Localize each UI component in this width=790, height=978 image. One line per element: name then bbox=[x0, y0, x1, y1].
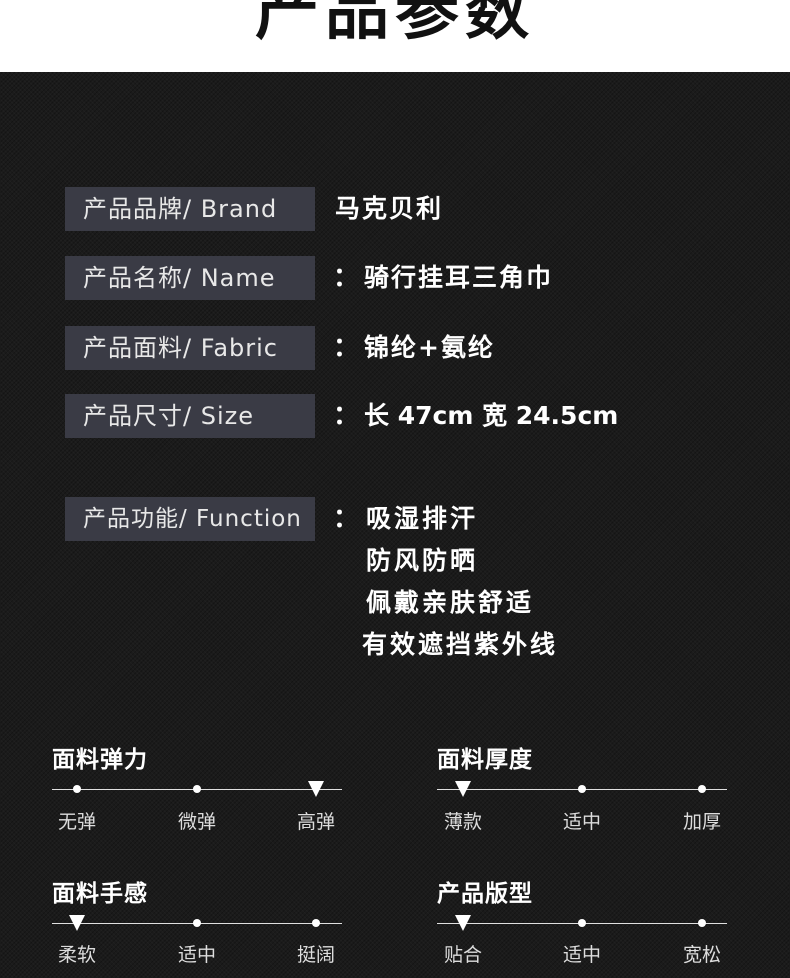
spec-value-brand: 马克贝利 bbox=[335, 194, 444, 223]
spec-value-name: 骑行挂耳三角巾 bbox=[364, 263, 554, 292]
scale-title-hand-feel: 面料手感 bbox=[52, 881, 148, 907]
scale-dot bbox=[193, 919, 201, 927]
scale-option: 宽松 bbox=[682, 944, 722, 966]
page-title: 产品参数 bbox=[255, 0, 535, 49]
function-line: 防风防晒 bbox=[366, 546, 479, 575]
spec-value-fabric: 锦纶+氨纶 bbox=[364, 333, 495, 362]
scale-option: 薄款 bbox=[443, 811, 483, 833]
scale-dot bbox=[698, 785, 706, 793]
scale-option: 挺阔 bbox=[296, 944, 336, 966]
function-line: 有效遮挡紫外线 bbox=[362, 630, 559, 659]
scale-dot bbox=[698, 919, 706, 927]
spec-colon-size: ： bbox=[333, 401, 360, 431]
scale-option: 高弹 bbox=[296, 811, 336, 833]
scale-dot bbox=[578, 785, 586, 793]
page-header: 产品参数 bbox=[0, 0, 790, 72]
spec-value-size: 长 47cm 宽 24.5cm bbox=[364, 401, 619, 430]
scale-option: 柔软 bbox=[57, 944, 97, 966]
spec-label-name: 产品名称/ Name bbox=[65, 256, 315, 300]
spec-colon-fabric: ： bbox=[333, 333, 360, 363]
scale-dot bbox=[578, 919, 586, 927]
scale-option: 无弹 bbox=[57, 811, 97, 833]
scale-selected-marker-icon bbox=[455, 915, 471, 931]
function-line: 吸湿排汗 bbox=[366, 504, 479, 533]
scale-option: 微弹 bbox=[177, 811, 217, 833]
function-line: 佩戴亲肤舒适 bbox=[366, 588, 535, 617]
scale-option: 适中 bbox=[562, 811, 602, 833]
scale-option: 适中 bbox=[562, 944, 602, 966]
scale-selected-marker-icon bbox=[308, 781, 324, 797]
spec-label-fabric: 产品面料/ Fabric bbox=[65, 326, 315, 370]
spec-colon-name: ： bbox=[333, 263, 360, 293]
spec-label-function: 产品功能/ Function bbox=[65, 497, 315, 541]
scale-title-thickness: 面料厚度 bbox=[437, 747, 533, 773]
scale-title-fit: 产品版型 bbox=[437, 881, 533, 907]
scale-option: 加厚 bbox=[682, 811, 722, 833]
scale-selected-marker-icon bbox=[455, 781, 471, 797]
scale-title-elasticity: 面料弹力 bbox=[52, 747, 148, 773]
scale-selected-marker-icon bbox=[69, 915, 85, 931]
scale-dot bbox=[312, 919, 320, 927]
spec-colon-function: ： bbox=[333, 504, 360, 534]
scale-dot bbox=[193, 785, 201, 793]
spec-label-size: 产品尺寸/ Size bbox=[65, 394, 315, 438]
scale-option: 贴合 bbox=[443, 944, 483, 966]
spec-label-brand: 产品品牌/ Brand bbox=[65, 187, 315, 231]
spec-panel: 产品品牌/ Brand 马克贝利 产品名称/ Name ： 骑行挂耳三角巾 产品… bbox=[0, 72, 790, 978]
scale-option: 适中 bbox=[177, 944, 217, 966]
scale-dot bbox=[73, 785, 81, 793]
